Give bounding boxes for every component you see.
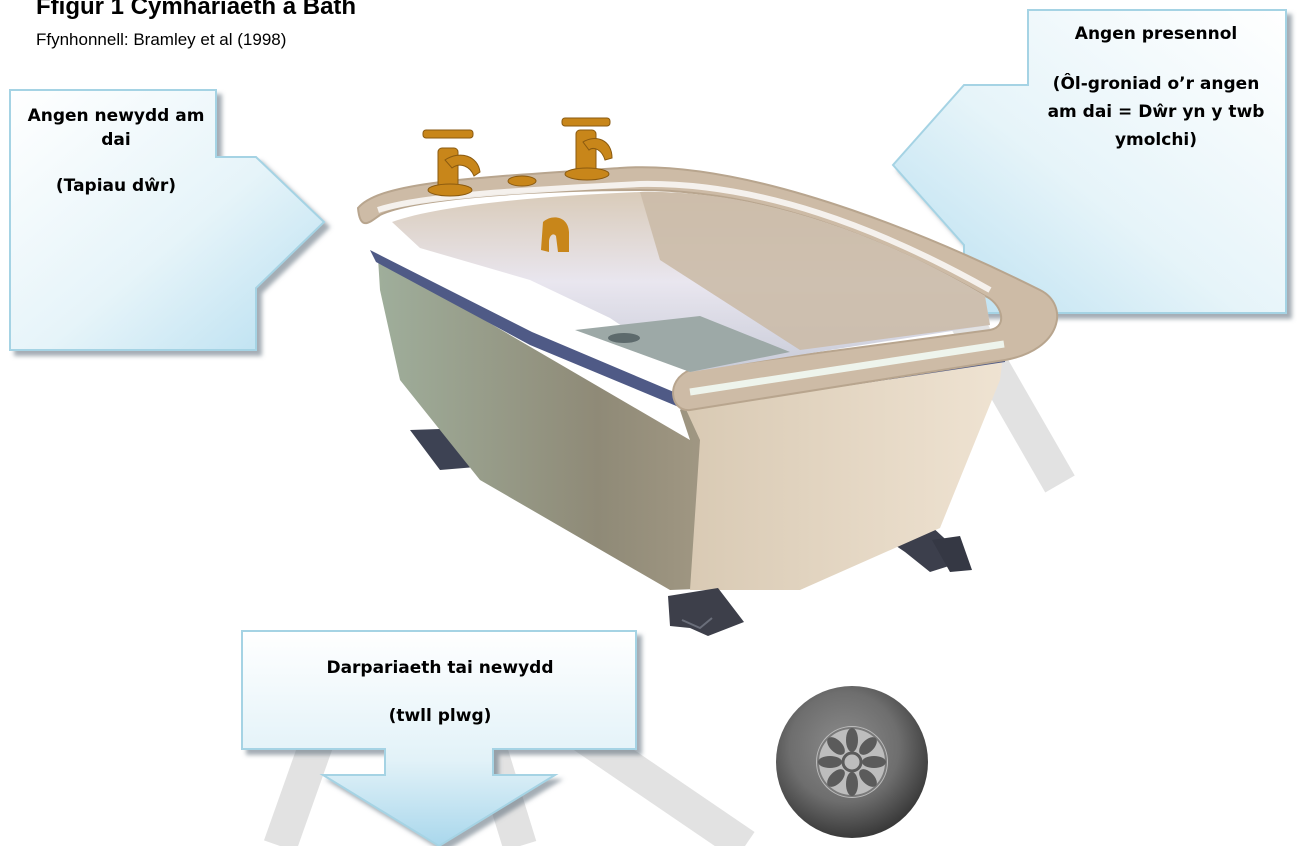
bottom-callout-heading: Darpariaeth tai newydd [250, 656, 630, 680]
right-callout-detail: (Ôl-groniad o’r angen am dai = Dŵr yn y … [1036, 70, 1276, 154]
left-callout-heading: Angen newydd am dai [26, 104, 206, 152]
right-callout-text: Angen presennol (Ôl-groniad o’r angen am… [1036, 22, 1276, 154]
right-callout-heading: Angen presennol [1036, 22, 1276, 46]
bottom-callout-detail: (twll plwg) [250, 704, 630, 728]
left-callout-text: Angen newydd am dai (Tapiau dŵr) [26, 104, 206, 198]
bottom-callout-text: Darpariaeth tai newydd (twll plwg) [250, 656, 630, 728]
plughole-icon [776, 686, 928, 838]
left-callout-detail: (Tapiau dŵr) [26, 174, 206, 198]
